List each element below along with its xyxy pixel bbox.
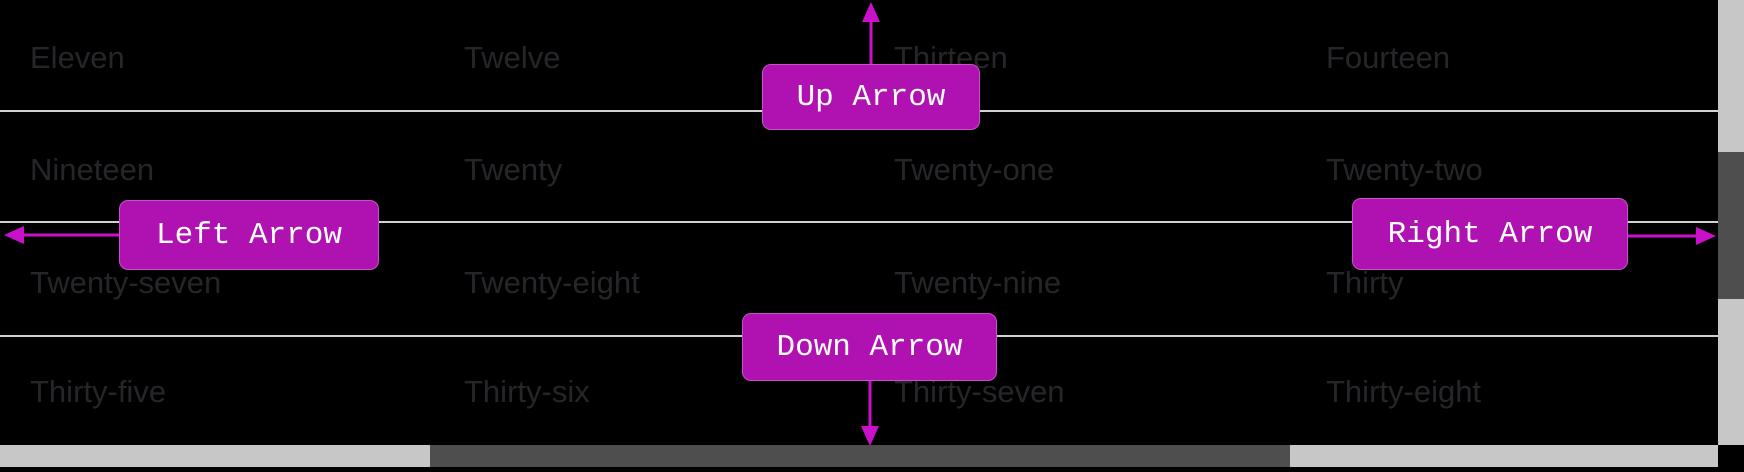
up-arrow-badge[interactable]: Up Arrow (762, 64, 980, 130)
vertical-scrollbar[interactable] (1718, 0, 1744, 445)
horizontal-scrollbar[interactable] (0, 445, 1718, 467)
grid-cell: Twenty-eight (464, 265, 640, 300)
right-arrow-icon (1628, 227, 1716, 245)
grid-cell: Nineteen (30, 152, 155, 187)
down-arrow-icon (861, 381, 879, 446)
up-arrow-icon (862, 2, 880, 64)
grid-cell: Thirty-six (464, 374, 590, 409)
left-arrow-icon (4, 226, 125, 244)
grid-cell: Twelve (464, 40, 561, 75)
vertical-scrollbar-thumb[interactable] (1718, 152, 1744, 299)
grid-cell: Twenty-seven (30, 265, 222, 300)
grid-cell: Thirty (1326, 265, 1404, 300)
grid-cell: Thirty-eight (1326, 374, 1482, 409)
down-arrow-badge[interactable]: Down Arrow (742, 313, 997, 381)
left-arrow-badge-label: Left Arrow (155, 217, 343, 253)
up-arrow-badge-label: Up Arrow (796, 79, 946, 115)
grid-cell: Eleven (30, 40, 125, 75)
grid-cell: Thirty-five (30, 374, 167, 409)
grid-cell: Twenty (464, 152, 563, 187)
row-separator-line (0, 221, 1718, 223)
scrollbar-corner (1718, 445, 1744, 472)
grid-cell: Fourteen (1326, 40, 1451, 75)
down-arrow-badge-label: Down Arrow (776, 329, 963, 365)
right-arrow-badge[interactable]: Right Arrow (1352, 198, 1628, 270)
left-arrow-badge[interactable]: Left Arrow (119, 200, 379, 270)
right-arrow-badge-label: Right Arrow (1387, 216, 1593, 252)
horizontal-scrollbar-thumb[interactable] (430, 445, 1290, 467)
grid-cell: Twenty-one (894, 152, 1055, 187)
grid-cell: Twenty-nine (894, 265, 1062, 300)
grid-cell: Twenty-two (1326, 152, 1483, 187)
